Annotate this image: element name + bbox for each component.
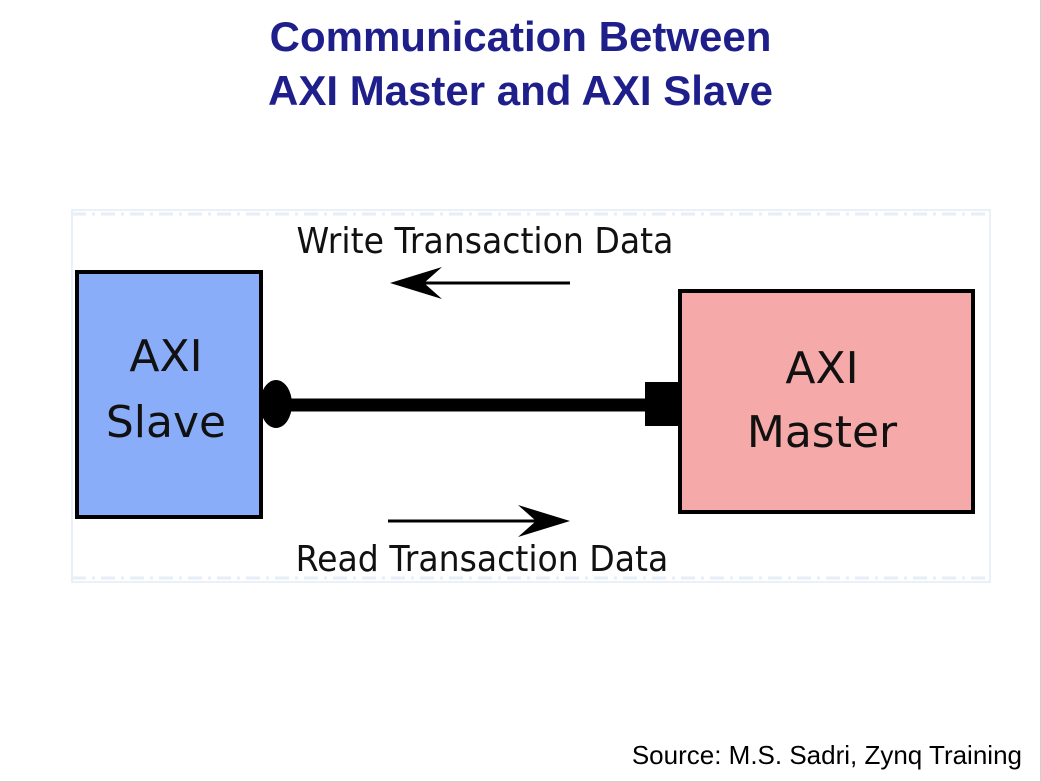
axi-slave-label-line1: AXI: [129, 331, 202, 382]
slide-title-line2: AXI Master and AXI Slave: [268, 67, 773, 114]
read-arrow: [388, 505, 570, 537]
master-port-plug: [645, 382, 683, 426]
slave-port-socket: [260, 380, 292, 428]
write-arrow: [390, 267, 570, 299]
axi-bus-connection: [260, 380, 683, 428]
axi-master-label-line2: Master: [747, 407, 898, 458]
slide-title-line1: Communication Between: [269, 13, 772, 60]
axi-master-box: [678, 289, 975, 514]
axi-slave-box: [75, 270, 263, 519]
read-transaction-label: Read Transaction Data: [296, 539, 669, 581]
source-citation: Source: M.S. Sadri, Zynq Training: [631, 740, 1022, 770]
write-transaction-label: Write Transaction Data: [297, 221, 674, 263]
axi-slave-label-line2: Slave: [106, 397, 226, 448]
slide-title: Communication Between AXI Master and AXI…: [0, 10, 1041, 118]
axi-master-label-line1: AXI: [785, 343, 858, 394]
